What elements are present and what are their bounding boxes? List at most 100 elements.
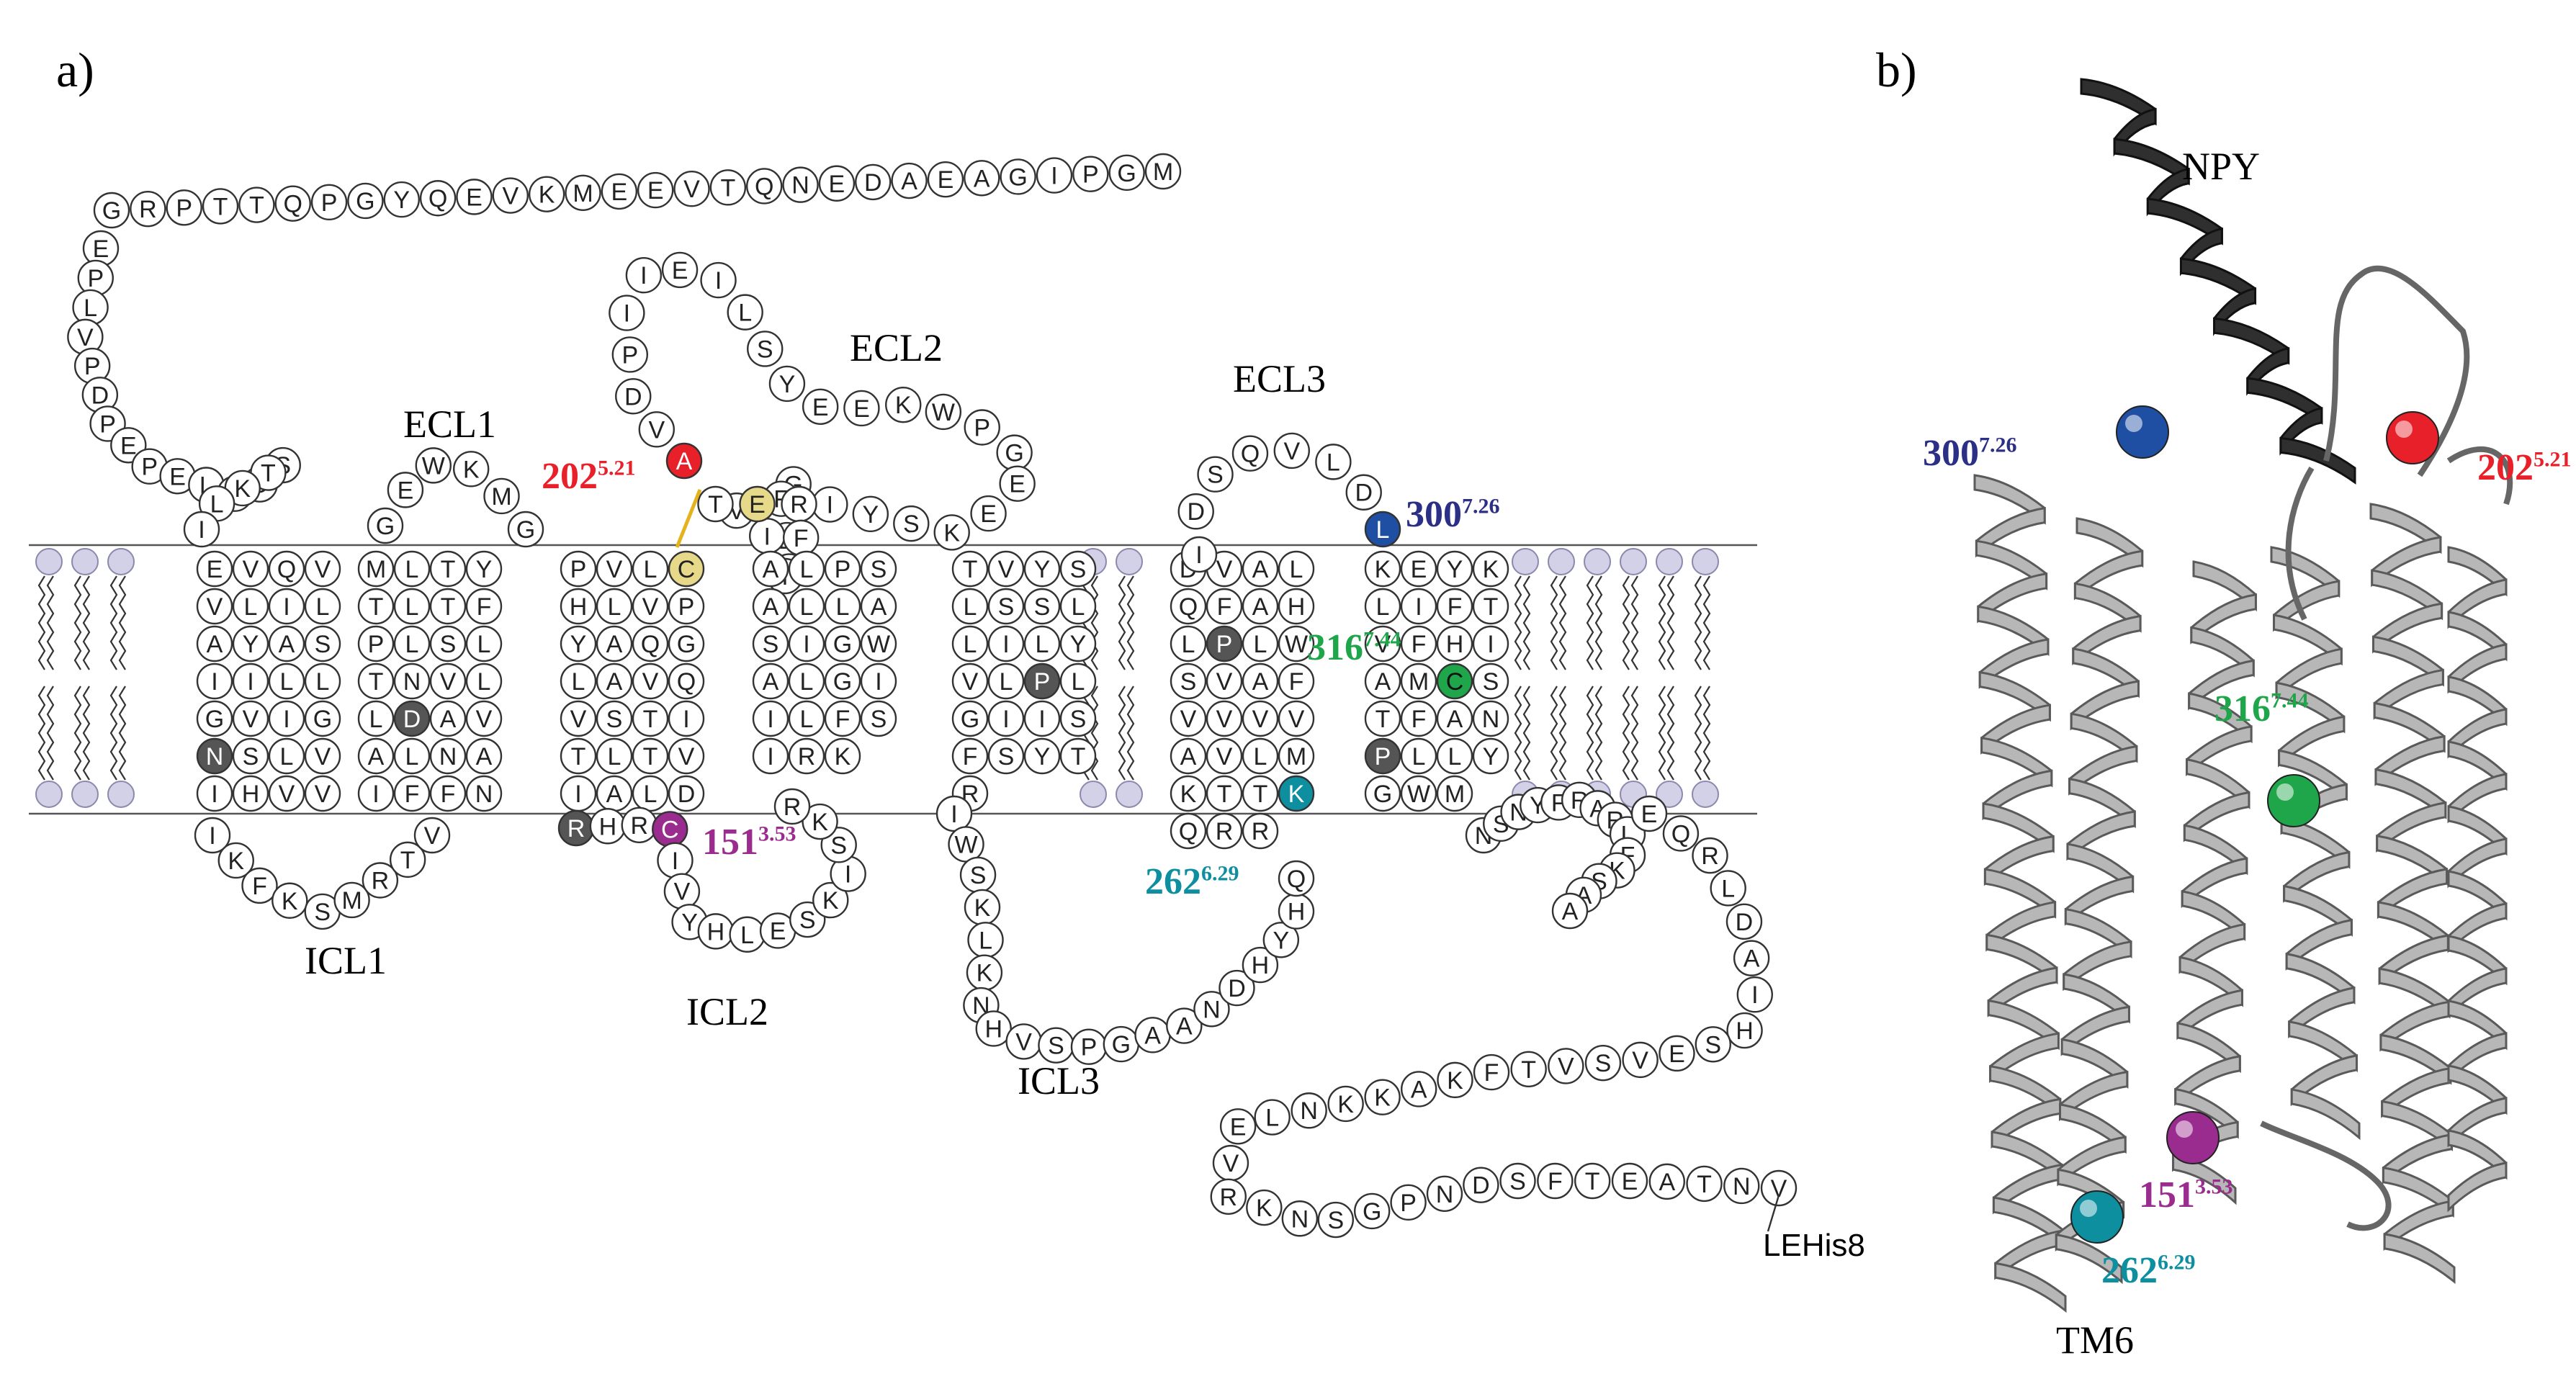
residue-letter: L (1036, 631, 1049, 658)
residue-letter: F (1217, 593, 1232, 621)
residue-letter: T (1697, 1171, 1712, 1198)
residue-letter: I (211, 781, 217, 808)
residue (304, 625, 341, 662)
residue (596, 625, 633, 662)
residue-letter: I (575, 781, 581, 808)
residue (951, 737, 989, 775)
residue-letter: S (1070, 706, 1087, 733)
residue (1242, 700, 1279, 737)
residue (773, 788, 811, 825)
residue-letter: K (822, 887, 839, 915)
residue-262 (1278, 775, 1315, 812)
residue (1463, 1167, 1499, 1203)
residue-letter: S (830, 832, 847, 859)
lipid-tail (73, 575, 82, 670)
residue (560, 737, 597, 775)
residue-cys-tm3 (668, 550, 705, 588)
residue-letter: L (1072, 593, 1085, 621)
residue (860, 550, 897, 588)
residue (1364, 1079, 1401, 1115)
lipid-tail (1702, 575, 1711, 670)
residue-letter: V (642, 593, 659, 621)
residue-letter: A (1176, 1013, 1193, 1041)
residue (1437, 1061, 1473, 1099)
residue (357, 775, 395, 812)
residue-letter: S (1207, 462, 1224, 489)
residue-letter: H (570, 593, 588, 621)
residue (393, 625, 431, 662)
lipid-tail (1666, 686, 1675, 781)
residue-letter: M (341, 887, 362, 915)
sphere-316 (2267, 774, 2320, 827)
residue (1193, 991, 1230, 1028)
residue-letter: E (398, 477, 414, 504)
residue (1242, 812, 1279, 850)
residue-letter: V (683, 176, 700, 203)
residue (782, 166, 819, 203)
residue (1242, 775, 1279, 812)
helix-turn (2383, 1233, 2456, 1285)
residue (596, 737, 633, 775)
residue-letter: P (1081, 1034, 1098, 1061)
residue (1206, 812, 1243, 850)
residue (1551, 892, 1589, 930)
lipid-head (71, 548, 99, 575)
residue-letter: A (368, 743, 385, 770)
residue (1170, 737, 1207, 775)
residue (429, 737, 467, 775)
lipid-tail (1522, 686, 1531, 781)
residue (1231, 435, 1269, 472)
residue-letter: G (1373, 781, 1392, 808)
residue-letter: T (1071, 743, 1086, 770)
residue-letter: F (1289, 668, 1304, 696)
residue-letter: W (932, 399, 955, 426)
residue-letter: M (366, 556, 386, 583)
residue-letter: Q (641, 631, 660, 658)
residue-letter: P (621, 341, 638, 369)
residue-letter: P (1400, 1190, 1417, 1217)
residue-letter: F (441, 781, 456, 808)
residue (893, 505, 930, 542)
residue-letter: Y (243, 631, 259, 658)
residue (668, 700, 705, 737)
residue-letter: K (1447, 1067, 1463, 1095)
residue-letter: T (571, 743, 586, 770)
residue-letter: A (1743, 945, 1760, 973)
residue (304, 775, 341, 812)
label-316-a: 3167.44 (1307, 627, 1401, 668)
residue-letter: K (1375, 556, 1391, 583)
residue (1726, 1012, 1763, 1049)
residue (637, 171, 674, 209)
residue-letter: M (1409, 668, 1429, 696)
residue (860, 662, 897, 700)
residue (661, 251, 699, 289)
residue-letter: L (800, 668, 814, 696)
residue (824, 588, 861, 625)
residue (202, 188, 239, 225)
residue-letter: A (207, 631, 223, 658)
residue-letter: I (827, 492, 833, 519)
lipid-head (71, 781, 99, 808)
residue-letter: K (282, 888, 298, 915)
lipid-tail (37, 686, 46, 781)
residue-letter: V (243, 706, 259, 733)
residue (196, 550, 233, 588)
residue-letter: E (1669, 1041, 1685, 1068)
residue-letter: S (871, 706, 887, 733)
residue (1364, 662, 1401, 700)
residue (1262, 922, 1300, 958)
residue-letter: H (1288, 899, 1306, 926)
residue-letter: D (403, 706, 421, 733)
residue (1473, 1053, 1510, 1091)
residue-letter: D (1472, 1172, 1490, 1200)
residue (93, 192, 130, 229)
residue-letter: K (1337, 1091, 1354, 1118)
residue (1278, 625, 1315, 662)
residue-letter: W (422, 452, 445, 480)
residue (818, 165, 856, 202)
disulfide-bond (675, 489, 702, 548)
residue (824, 700, 861, 737)
residue-letter: F (835, 706, 851, 733)
residue-letter: L (1254, 631, 1267, 658)
residue-letter: D (624, 383, 642, 410)
